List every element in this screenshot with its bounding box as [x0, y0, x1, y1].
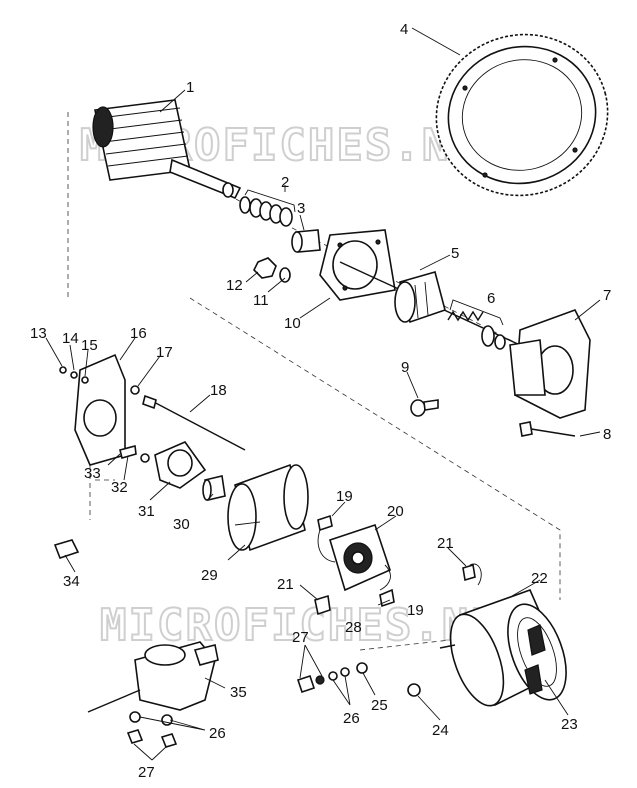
field-frame [439, 588, 567, 707]
pinion-drive [394, 271, 446, 324]
callout-27-lower: 27 [138, 764, 155, 781]
through-bolt [130, 385, 246, 451]
callout-labels: 1 2 3 4 5 6 7 8 9 10 11 12 13 14 15 16 1… [30, 21, 611, 781]
callout-35: 35 [230, 684, 247, 701]
spring-washers [239, 196, 293, 227]
mounting-bracket [509, 309, 591, 419]
callout-25: 25 [371, 697, 388, 714]
end-plate [74, 353, 126, 466]
callout-9: 9 [401, 359, 409, 376]
callout-19-lower: 19 [407, 602, 424, 619]
screw-9 [410, 399, 439, 417]
callout-12: 12 [226, 277, 243, 294]
end-cap [227, 463, 309, 552]
callout-21-left: 21 [277, 576, 294, 593]
callout-11: 11 [253, 292, 269, 309]
callout-34: 34 [63, 573, 80, 590]
bolt-8 [519, 421, 576, 437]
callout-8: 8 [603, 426, 611, 443]
callout-1: 1 [186, 79, 194, 96]
callout-13: 13 [30, 325, 47, 342]
brush-holder-plate [154, 441, 207, 489]
drive-spring [447, 310, 506, 350]
callout-10: 10 [284, 315, 301, 332]
callout-21-right: 21 [437, 535, 454, 552]
screws-32-33 [119, 444, 150, 463]
bushing [291, 229, 321, 253]
callout-16: 16 [130, 325, 147, 342]
callout-31: 31 [138, 503, 155, 520]
leader-lines [45, 27, 601, 761]
callout-29: 29 [201, 567, 218, 584]
callout-3: 3 [297, 200, 305, 217]
callout-26-left: 26 [209, 725, 226, 742]
bushing-30 [202, 475, 226, 501]
callout-7: 7 [603, 287, 611, 304]
small-washers [59, 366, 89, 384]
callout-6: 6 [487, 290, 495, 307]
callout-17: 17 [156, 344, 173, 361]
brushes [314, 563, 482, 616]
callout-22: 22 [531, 570, 548, 587]
armature [92, 99, 242, 200]
callout-23: 23 [561, 716, 578, 733]
callout-32: 32 [111, 479, 128, 496]
callout-33: 33 [84, 465, 101, 482]
terminal-hardware [296, 662, 421, 697]
nut-washer [253, 257, 291, 283]
callout-2: 2 [281, 174, 289, 191]
clip-34 [53, 539, 80, 560]
callout-14: 14 [62, 330, 79, 347]
end-housing [319, 229, 396, 301]
callout-18: 18 [210, 382, 227, 399]
callout-27-upper: 27 [292, 629, 309, 646]
callout-15: 15 [81, 337, 98, 354]
callout-5: 5 [451, 245, 459, 262]
brush-leads [317, 514, 395, 608]
callout-20: 20 [387, 503, 404, 520]
solenoid [87, 641, 219, 713]
ring-gear [435, 33, 609, 197]
callout-30: 30 [173, 516, 190, 533]
callout-26-right: 26 [343, 710, 360, 727]
callout-4: 4 [400, 21, 408, 38]
callout-24: 24 [432, 722, 449, 739]
callout-28: 28 [345, 619, 362, 636]
brush-assembly [317, 523, 391, 592]
callout-19-upper: 19 [336, 488, 353, 505]
lower-nuts [126, 711, 178, 748]
